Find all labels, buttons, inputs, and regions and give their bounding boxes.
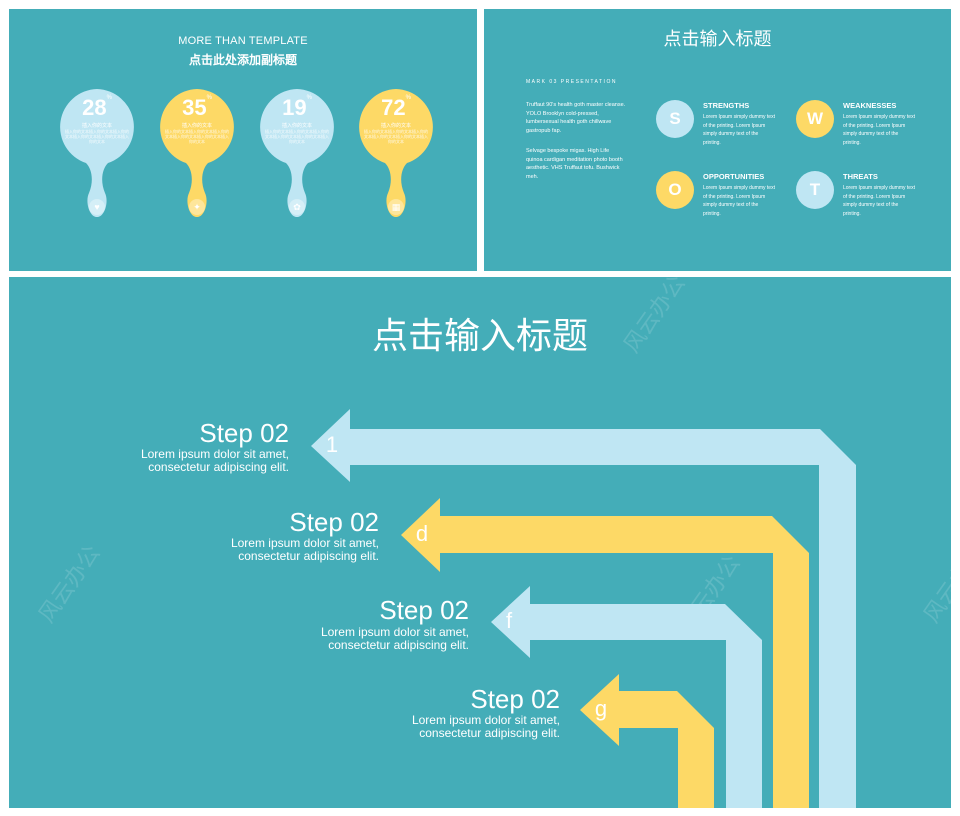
swot-circle-w: W — [796, 100, 834, 138]
heart-icon: ♥ — [94, 202, 100, 212]
drop-shape — [60, 89, 134, 217]
slide2-title: 点击输入标题 — [663, 29, 772, 49]
drop-percent: 28% — [82, 95, 112, 120]
step-arrow-2 — [401, 498, 809, 808]
step-desc-line2: consectetur adipiscing elit. — [148, 460, 289, 474]
drop-item: 72% 插入你的文本 插入你的文本插入你的文本插入你的文本插入你的文本插入你的文… — [358, 89, 434, 221]
drop-desc: 插入你的文本插入你的文本插入你的文本插入你的文本插入你的文本插入你的文本 — [265, 129, 329, 144]
arrow-label: g — [594, 696, 608, 721]
swot-circle-t: T — [796, 171, 834, 209]
drop-shape — [359, 89, 433, 217]
swot-heading: STRENGTHS — [703, 101, 750, 110]
swot-heading: OPPORTUNITIES — [703, 172, 765, 181]
drop-label: 插入你的文本 — [81, 123, 112, 129]
drop-percent: 19% — [282, 95, 312, 120]
globe-icon: ✿ — [293, 201, 301, 212]
arrow-label: 1 — [325, 432, 339, 457]
drop-label: 插入你的文本 — [281, 123, 312, 129]
step-arrow-4 — [580, 674, 714, 808]
slide2-paragraph: Selvage bespoke migas. High Life quinoa … — [526, 148, 623, 180]
slide2-paragraph: Truffaut 90's health goth master cleanse… — [526, 102, 626, 134]
drop-percent: 35% — [182, 95, 212, 120]
slide1-subtitle: 点击此处添加副标题 — [188, 53, 297, 67]
step-heading: Step 02 — [289, 507, 379, 537]
arrow-label: f — [505, 608, 513, 633]
swot-text: Lorem Ipsum simply dummy text of the pri… — [703, 114, 775, 147]
step-desc-line1: Lorem ipsum dolor sit amet, — [411, 713, 560, 727]
swot-heading: WEAKNESSES — [843, 101, 897, 110]
drop-item: 28% 插入你的文本 插入你的文本插入你的文本插入你的文本插入你的文本插入你的文… — [59, 89, 135, 221]
step-desc-line1: Lorem ipsum dolor sit amet, — [230, 536, 379, 550]
step-arrow-3 — [491, 586, 762, 808]
swot-text: Lorem Ipsum simply dummy text of the pri… — [843, 185, 915, 218]
swot-text: Lorem Ipsum simply dummy text of the pri… — [843, 114, 915, 147]
slide-swot: 点击输入标题 MARK 03 PRESENTATION Truffaut 90'… — [484, 9, 951, 271]
slide-percent-drops: MORE THAN TEMPLATE 点击此处添加副标题 28% 插入你的文本 … — [9, 9, 477, 271]
slide-steps-arrows: 风云办公 风云办公 风云办公 风云办公 点击输入标题 1 d f g Step … — [9, 277, 951, 808]
step-desc-line1: Lorem ipsum dolor sit amet, — [320, 625, 469, 639]
step-desc-line2: consectetur adipiscing elit. — [238, 549, 379, 563]
slide3-title: 点击输入标题 — [371, 315, 588, 356]
swot-heading: THREATS — [843, 172, 878, 181]
drop-label: 插入你的文本 — [181, 123, 212, 129]
step-arrow-1 — [311, 409, 856, 808]
step-arrows — [311, 409, 856, 808]
drop-item: 19% 插入你的文本 插入你的文本插入你的文本插入你的文本插入你的文本插入你的文… — [259, 89, 335, 221]
calendar-icon: ▦ — [391, 201, 401, 212]
drop-shape — [260, 89, 334, 217]
step-desc-line1: Lorem ipsum dolor sit amet, — [140, 447, 289, 461]
drop-desc: 插入你的文本插入你的文本插入你的文本插入你的文本插入你的文本插入你的文本 — [165, 129, 229, 144]
drop-item: 35% 插入你的文本 插入你的文本插入你的文本插入你的文本插入你的文本插入你的文… — [159, 89, 235, 221]
drop-label: 插入你的文本 — [380, 123, 411, 129]
step-heading: Step 02 — [379, 595, 469, 625]
drop-desc: 插入你的文本插入你的文本插入你的文本插入你的文本插入你的文本插入你的文本 — [65, 129, 129, 144]
swot-circle-o: O — [656, 171, 694, 209]
step-desc-line2: consectetur adipiscing elit. — [419, 726, 560, 740]
drop-desc: 插入你的文本插入你的文本插入你的文本插入你的文本插入你的文本插入你的文本 — [364, 129, 428, 144]
swot-text: Lorem Ipsum simply dummy text of the pri… — [703, 185, 775, 218]
arrow-label: d — [415, 521, 429, 546]
step-heading: Step 02 — [199, 418, 289, 448]
swot-circle-s: S — [656, 100, 694, 138]
drop-percent: 72% — [381, 95, 411, 120]
slide1-title: MORE THAN TEMPLATE — [178, 35, 308, 47]
step-heading: Step 02 — [470, 684, 560, 714]
drop-shape — [160, 89, 234, 217]
slide2-tag: MARK 03 PRESENTATION — [526, 79, 617, 85]
bird-icon: ✦ — [193, 201, 201, 212]
step-desc-line2: consectetur adipiscing elit. — [328, 638, 469, 652]
